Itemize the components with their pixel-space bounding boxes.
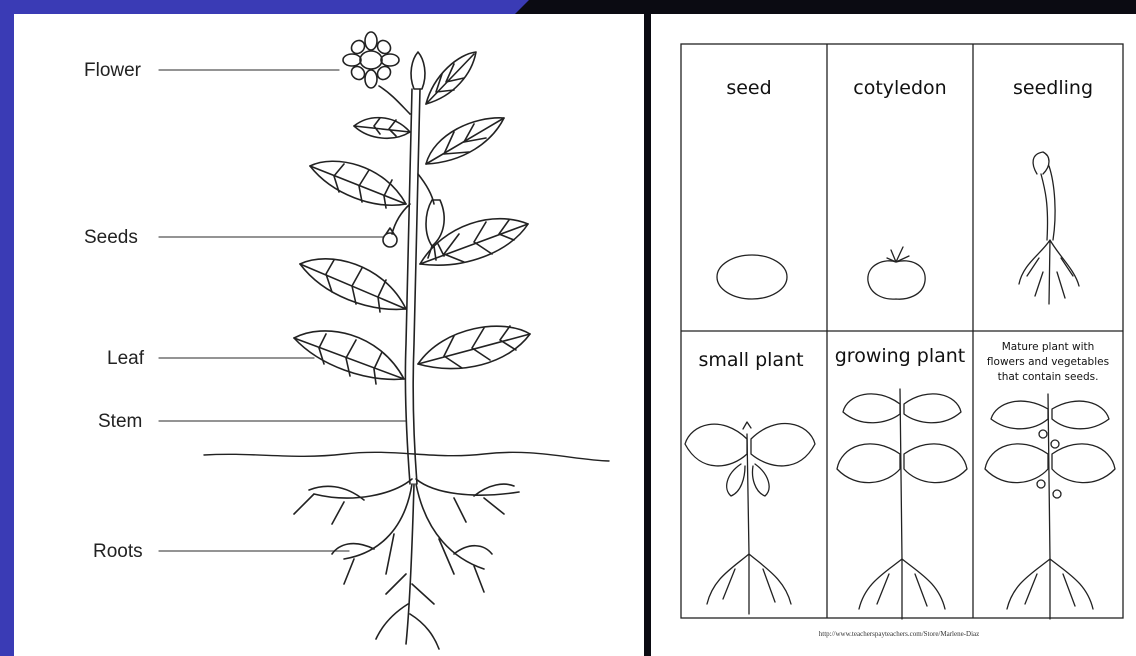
cell-title-seed: seed [726,77,771,99]
plant-parts-diagram: Flower Seeds Leaf Stem Roots [14,14,644,656]
label-roots: Roots [93,541,143,562]
cell-title-cotyledon: cotyledon [853,77,946,99]
cell-title-small-plant: small plant [698,349,803,371]
leaf-top-right [426,52,476,104]
leaf-upper-left-small [354,118,410,139]
life-cycle-diagram: seed cotyledon seedling small plant grow… [651,14,1136,656]
cell-title-seedling: seedling [1013,77,1093,99]
flower-bud [411,52,425,89]
cell-title-mature-line-2: flowers and vegetables [987,356,1109,368]
cell-title-growing-plant: growing plant [835,345,966,367]
footer-url: http://www.teacherspayteachers.com/Store… [819,630,979,638]
label-leaf: Leaf [107,348,145,369]
mature-plant-drawing [985,394,1115,619]
label-seeds: Seeds [84,227,138,248]
growing-plant-drawing [837,389,967,619]
plant-parts-panel: Flower Seeds Leaf Stem Roots [14,14,644,656]
leaf-mid-left-upper [310,161,406,208]
small-plant-drawing [685,422,815,614]
seed-drawing [717,255,787,299]
seedling-drawing [1019,152,1079,304]
main-stem [405,89,420,484]
cell-title-mature-line-3: that contain seeds. [998,371,1099,383]
cotyledon-drawing [868,247,925,299]
seed-pod [383,204,410,247]
leaf-mid-left-lower [300,259,406,312]
label-stem: Stem [98,411,142,432]
life-cycle-panel: seed cotyledon seedling small plant grow… [651,14,1136,656]
frame-left-border [0,14,14,656]
ground-line [204,452,609,461]
leaf-upper-right [426,118,504,164]
hanging-flower [418,174,444,260]
label-flower: Flower [84,60,142,81]
cell-title-mature-line-1: Mature plant with [1002,341,1095,353]
plant-roots [294,479,519,649]
flower-head [343,32,410,114]
leaf-lower-right [418,326,530,369]
frame-accent [0,0,515,14]
